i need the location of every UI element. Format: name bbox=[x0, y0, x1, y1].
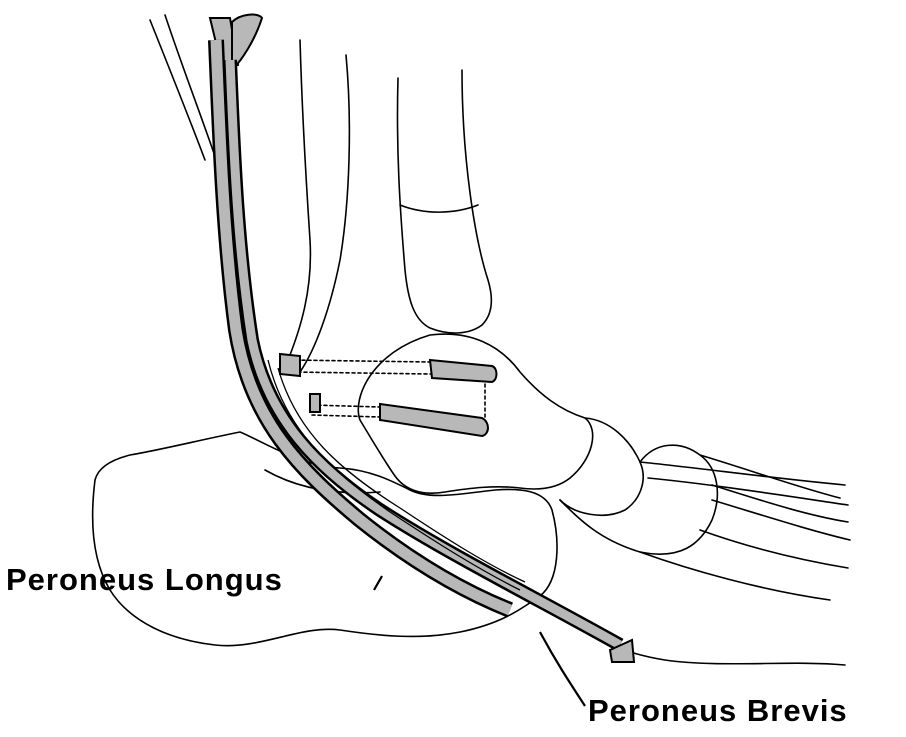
fibula-pulley-small bbox=[310, 394, 320, 412]
longus-leader-line bbox=[374, 576, 382, 590]
fibula-outline bbox=[287, 40, 349, 374]
inferior-retinaculum-dotted bbox=[312, 405, 380, 407]
achilles-line bbox=[150, 20, 205, 160]
fifth-metatarsal-base bbox=[600, 640, 845, 665]
tibia-outline bbox=[397, 70, 491, 333]
superior-retinaculum-dotted bbox=[290, 360, 430, 362]
superior-retinaculum-dotted-2 bbox=[292, 372, 430, 374]
navicular-outline bbox=[560, 418, 643, 515]
superior-retinaculum-clamp bbox=[430, 360, 497, 382]
metatarsal-3 bbox=[712, 485, 848, 522]
peroneus-longus-tendon-fill bbox=[216, 40, 510, 610]
metatarsal-2 bbox=[700, 455, 840, 498]
inferior-retinaculum-clamp bbox=[380, 404, 488, 436]
peroneus-brevis-label: Peroneus Brevis bbox=[588, 693, 848, 729]
metatarsal-1 bbox=[640, 462, 845, 485]
peroneus-longus-label: Peroneus Longus bbox=[6, 562, 283, 598]
tibia-inner-line bbox=[400, 205, 478, 212]
cuboid-outline bbox=[560, 445, 717, 554]
fibula-pulley-top bbox=[280, 354, 300, 376]
brevis-leader-line bbox=[540, 632, 585, 706]
inferior-retinaculum-dotted-2 bbox=[312, 415, 380, 417]
metatarsal-4 bbox=[700, 530, 848, 568]
